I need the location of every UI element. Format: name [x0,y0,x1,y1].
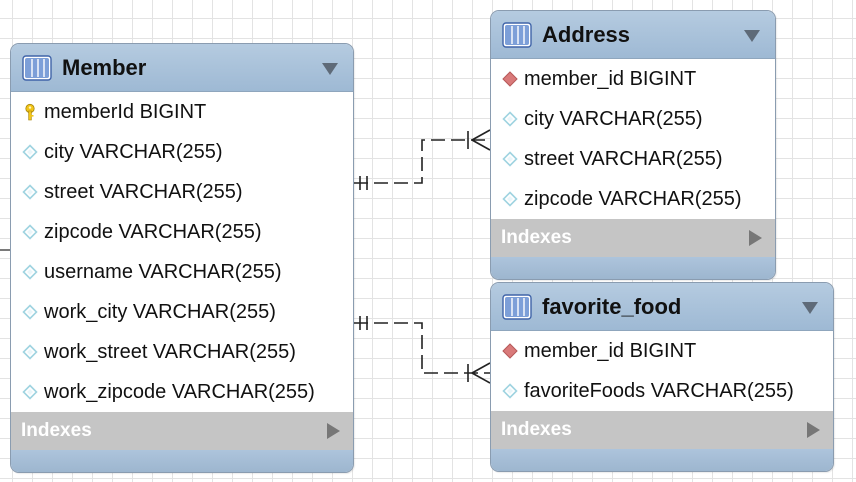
triangle-down-icon[interactable] [743,29,761,43]
diamond-red-icon [501,70,519,88]
relationship-member-favorite-food[interactable] [354,316,491,384]
column-list: memberId BIGINT city VARCHAR(255) street V… [11,92,353,412]
column-row[interactable]: zipcode VARCHAR(255) [491,179,775,219]
column-label: work_street VARCHAR(255) [44,340,296,363]
column-row[interactable]: username VARCHAR(255) [11,252,353,292]
diamond-outline-icon [21,263,39,281]
column-label: favoriteFoods VARCHAR(255) [524,379,794,402]
indexes-label: Indexes [501,419,572,440]
column-row[interactable]: zipcode VARCHAR(255) [11,212,353,252]
diamond-red-icon [501,342,519,360]
table-title: Address [542,21,631,47]
column-label: street VARCHAR(255) [524,147,723,170]
diamond-outline-icon [501,382,519,400]
column-row[interactable]: street VARCHAR(255) [11,172,353,212]
table-footer [11,450,353,472]
diamond-outline-icon [21,183,39,201]
table-header[interactable]: Address [491,11,775,59]
table-title: favorite_food [542,293,682,319]
indexes-label: Indexes [501,227,572,248]
diamond-outline-icon [501,190,519,208]
table-title: Member [62,54,147,80]
column-label: member_id BIGINT [524,67,697,90]
column-row[interactable]: memberId BIGINT [11,92,353,132]
column-label: work_city VARCHAR(255) [44,300,276,323]
table-address[interactable]: Address member_id BIGINT city VARCHAR(255… [490,10,776,280]
column-row[interactable]: city VARCHAR(255) [491,99,775,139]
column-row[interactable]: street VARCHAR(255) [491,139,775,179]
table-header[interactable]: favorite_food [491,283,833,331]
diamond-outline-icon [21,143,39,161]
key-icon [21,103,39,121]
diamond-outline-icon [501,150,519,168]
table-footer [491,449,833,471]
diamond-outline-icon [21,383,39,401]
column-row[interactable]: work_zipcode VARCHAR(255) [11,372,353,412]
column-label: member_id BIGINT [524,339,697,362]
relationship-member-address[interactable] [354,129,491,190]
column-label: memberId BIGINT [44,100,207,123]
triangle-right-icon[interactable] [805,421,821,439]
column-label: username VARCHAR(255) [44,260,282,283]
table-footer [491,257,775,279]
column-label: zipcode VARCHAR(255) [44,220,262,243]
table-grid-icon [22,54,52,81]
table-member[interactable]: Member memberId BIGINT city VARCHAR(255) s… [10,43,354,473]
diamond-outline-icon [501,110,519,128]
indexes-label: Indexes [21,420,92,441]
diamond-outline-icon [21,303,39,321]
triangle-right-icon[interactable] [325,422,341,440]
column-label: zipcode VARCHAR(255) [524,187,742,210]
table-grid-icon [502,21,532,48]
column-row[interactable]: member_id BIGINT [491,331,833,371]
indexes-bar[interactable]: Indexes [491,219,775,257]
table-header[interactable]: Member [11,44,353,92]
column-label: city VARCHAR(255) [524,107,703,130]
column-label: city VARCHAR(255) [44,140,223,163]
triangle-down-icon[interactable] [321,62,339,76]
column-row[interactable]: member_id BIGINT [491,59,775,99]
indexes-bar[interactable]: Indexes [11,412,353,450]
column-list: member_id BIGINT city VARCHAR(255) street … [491,59,775,219]
column-label: work_zipcode VARCHAR(255) [44,380,315,403]
column-row[interactable]: city VARCHAR(255) [11,132,353,172]
column-row[interactable]: favoriteFoods VARCHAR(255) [491,371,833,411]
triangle-down-icon[interactable] [801,301,819,315]
column-label: street VARCHAR(255) [44,180,243,203]
diamond-outline-icon [21,343,39,361]
indexes-bar[interactable]: Indexes [491,411,833,449]
column-row[interactable]: work_city VARCHAR(255) [11,292,353,332]
column-row[interactable]: work_street VARCHAR(255) [11,332,353,372]
column-list: member_id BIGINT favoriteFoods VARCHAR(25… [491,331,833,411]
table-favorite-food[interactable]: favorite_food member_id BIGINT favoriteFo… [490,282,834,472]
table-grid-icon [502,293,532,320]
triangle-right-icon[interactable] [747,229,763,247]
diamond-outline-icon [21,223,39,241]
